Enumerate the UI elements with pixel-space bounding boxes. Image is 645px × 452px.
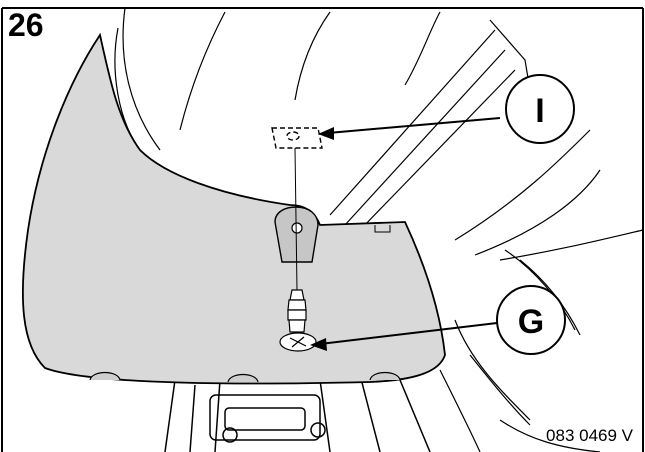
step-number: 26 [8,7,44,43]
reference-code: 083 0469 V [546,426,633,445]
mounting-hole [291,222,303,234]
callout-g-arrowhead [310,338,327,351]
callout-i-circle [505,74,575,144]
flap-notch [374,225,391,233]
mud-flap-edge [114,27,141,151]
callout-g-circle [496,285,566,355]
callout-i-leader [327,117,501,134]
callout-g-leader [319,322,498,345]
clip-i [271,127,323,149]
mud-flap [21,32,446,385]
vehicle-body-lines [122,7,644,452]
screw-g [279,289,317,352]
mud-flap-tabs [89,371,401,383]
callout-i-letter: I [535,92,544,130]
callout-i-arrowhead [318,127,334,140]
lower-suspension-parts [164,374,431,452]
callout-g-letter: G [518,303,544,341]
assembly-line [294,147,298,291]
